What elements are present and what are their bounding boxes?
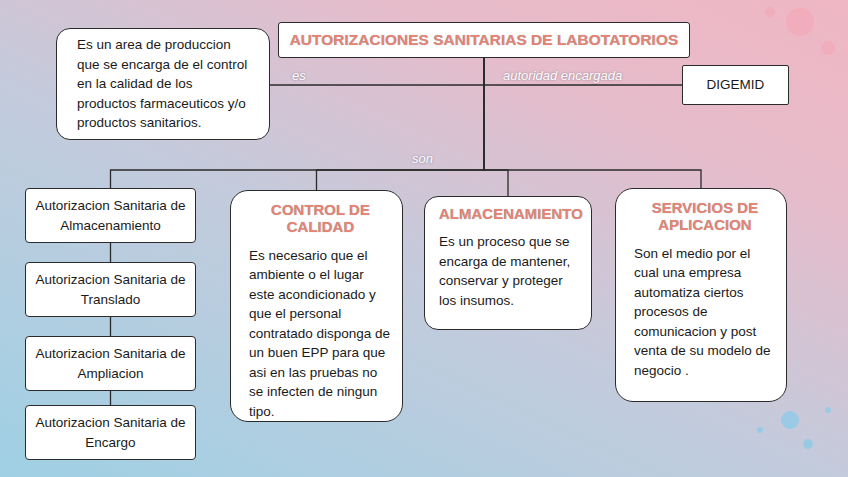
connector-line — [484, 58, 682, 85]
edge-label: es — [292, 68, 306, 83]
box-text: DIGEMID — [689, 75, 782, 95]
text-box: Es un area de produccion que se encarga … — [56, 28, 270, 140]
connector-line — [110, 317, 111, 336]
box-text: Es necesario que el ambiente o el lugar … — [249, 246, 392, 422]
concept-box: CONTROL DE CALIDAD Es necesario que el am… — [230, 190, 403, 422]
text-box: Autorizacion Sanitaria de Almacenamiento — [25, 188, 196, 243]
connector-line — [110, 243, 111, 262]
connector-line — [317, 58, 485, 190]
box-text: Autorizacion Sanitaria de Almacenamiento — [32, 196, 189, 235]
box-text: Es un proceso que se encarga de mantener… — [439, 232, 581, 310]
edge-label: autoridad encargada — [503, 68, 622, 83]
connector-line — [270, 58, 484, 85]
box-heading: CONTROL DE CALIDAD — [249, 201, 392, 236]
splash-dot — [821, 41, 835, 55]
text-box: Autorizacion Sanitaria de Encargo — [25, 405, 196, 460]
text-box: Autorizacion Sanitaria de Translado — [25, 262, 196, 317]
box-text: Autorizacion Sanitaria de Translado — [32, 270, 189, 309]
connector-line — [484, 58, 701, 188]
box-heading: SERVICIOS DE APLICACION — [634, 199, 776, 234]
title-box: AUTORIZACIONES SANITARIAS DE LABOTATORIO… — [278, 22, 690, 58]
splash-dot — [757, 427, 763, 433]
text-box: DIGEMID — [682, 65, 789, 105]
concept-box: SERVICIOS DE APLICACION Son el medio por … — [615, 188, 787, 402]
box-text: Son el medio por el cual una empresa aut… — [634, 244, 776, 381]
connector-line — [110, 391, 111, 405]
box-text: Autorizacion Sanitaria de Ampliacion — [32, 344, 189, 383]
splash-dot — [786, 8, 814, 36]
splash-dot — [765, 7, 775, 17]
text-box: Autorizacion Sanitaria de Ampliacion — [25, 336, 196, 391]
box-heading: ALMACENAMIENTO — [439, 205, 581, 222]
splash-dot — [825, 407, 831, 413]
edge-label: son — [412, 151, 433, 166]
box-text: Autorizacion Sanitaria de Encargo — [32, 413, 189, 452]
box-text: Es un area de produccion que se encarga … — [77, 35, 253, 133]
splash-dot — [803, 439, 813, 449]
splash-dot — [781, 411, 799, 429]
title-text: AUTORIZACIONES SANITARIAS DE LABOTATORIO… — [287, 29, 681, 51]
concept-box: ALMACENAMIENTO Es un proceso que se encar… — [424, 196, 592, 330]
